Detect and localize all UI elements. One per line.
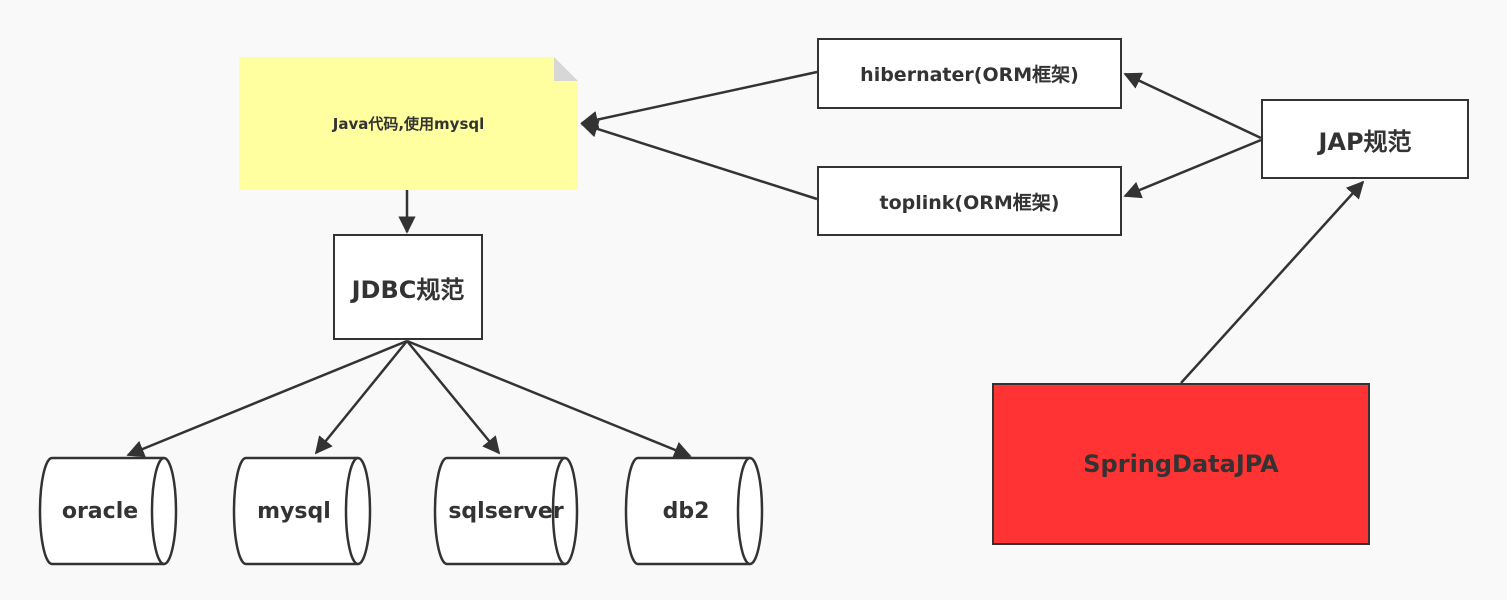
edge-jap-to-hibernate: [1123, 72, 1262, 140]
java-code-note-label: Java代码,使用mysql: [332, 115, 485, 133]
edge-toplink-to-note: [580, 120, 818, 201]
db-sqlserver: sqlserver: [433, 458, 579, 564]
db-cylinder-oracle: [38, 456, 178, 566]
hibernate-label: hibernater(ORM框架): [860, 64, 1079, 86]
jdbc-spec-box: JDBC规范: [333, 234, 483, 340]
db-db2: db2: [626, 458, 762, 564]
db-sqlserver-label: sqlserver: [448, 498, 564, 524]
edge-jdbc-to-db2: [406, 339, 692, 459]
hibernate-box: hibernater(ORM框架): [817, 38, 1122, 109]
db-db2-label: db2: [662, 498, 710, 524]
java-code-note: Java代码,使用mysql: [239, 57, 578, 190]
jdbc-spec-label: JDBC规范: [351, 275, 465, 304]
edge-jdbc-to-mysql: [314, 340, 408, 455]
edge-jap-to-toplink: [1123, 138, 1262, 199]
db-mysql-label: mysql: [257, 498, 331, 524]
spring-data-jpa-label: SpringDataJPA: [1083, 450, 1279, 478]
db-cylinder-db2: [624, 456, 764, 566]
edge-jdbc-to-oracle: [126, 339, 408, 458]
db-mysql: mysql: [234, 458, 370, 564]
edge-hibernate-to-note: [580, 70, 818, 129]
edge-jdbc-to-sqlserver: [406, 340, 501, 455]
edge-spring-to-jap: [1180, 180, 1365, 384]
jap-spec-label: JAP规范: [1318, 127, 1412, 156]
db-oracle: oracle: [40, 458, 176, 564]
db-oracle-label: oracle: [61, 498, 139, 524]
db-cylinder-mysql: [232, 456, 372, 566]
jap-spec-box: JAP规范: [1261, 99, 1469, 179]
db-cylinder-sqlserver: [433, 456, 579, 566]
spring-data-jpa-box: SpringDataJPA: [992, 383, 1370, 545]
toplink-label: toplink(ORM框架): [879, 191, 1060, 214]
toplink-box: toplink(ORM框架): [817, 166, 1122, 236]
